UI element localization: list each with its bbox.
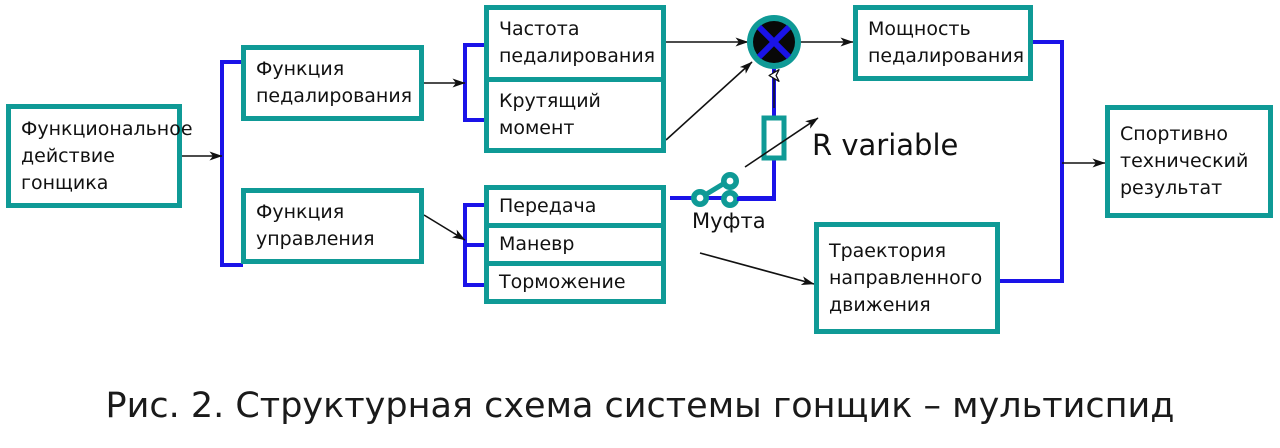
node-line: Мощность: [868, 18, 971, 40]
stack-control-actions: Передача Маневр Торможение: [484, 185, 666, 304]
node-line: управления: [256, 228, 375, 250]
node-line: действие: [21, 144, 115, 167]
node-line: гонщика: [21, 171, 109, 194]
arrow-torque-to-multiplier: [665, 61, 753, 141]
node-line: Траектория: [829, 239, 947, 262]
clutch-switch: [670, 172, 739, 208]
node-line: момент: [499, 116, 575, 139]
node-line: Функция: [256, 201, 345, 223]
node-line: Функциональное: [21, 117, 193, 140]
node-control-function[interactable]: Функция управления: [241, 188, 424, 264]
node-maneuver[interactable]: Маневр: [489, 228, 661, 261]
label-r-variable: R variable: [812, 128, 959, 162]
node-line: результат: [1120, 177, 1223, 199]
node-line: Крутящий: [499, 89, 601, 112]
bus-pedaling-to-cadence-torque: [463, 43, 486, 122]
node-line: Маневр: [499, 233, 575, 255]
node-line: педалирования: [499, 45, 656, 68]
node-torque[interactable]: Крутящий момент: [489, 81, 661, 148]
node-line: технический: [1120, 150, 1249, 172]
bus-control-to-actions: [463, 203, 486, 287]
multiplier-circle: [747, 15, 801, 69]
node-line: Функция: [256, 58, 345, 80]
node-line: Передача: [499, 195, 597, 217]
node-line: направленного: [829, 266, 983, 289]
node-trajectory[interactable]: Траектория направленного движения: [814, 222, 1000, 334]
node-functional-action[interactable]: Функциональное действие гонщика: [6, 104, 193, 208]
node-braking[interactable]: Торможение: [489, 266, 661, 299]
node-line: движения: [829, 293, 931, 316]
node-line: Частота: [499, 18, 580, 41]
label-mufta: Муфта: [692, 209, 766, 233]
bus-outputs-to-result: [998, 40, 1064, 283]
node-sport-result[interactable]: Спортивно технический результат: [1105, 105, 1273, 218]
bus-functional-to-functions: [220, 60, 243, 267]
arrow-actions-to-trajectory: [699, 252, 815, 286]
stack-cadence-torque: Частота педалирования Крутящий момент: [484, 5, 666, 153]
node-pedaling-cadence[interactable]: Частота педалирования: [489, 10, 661, 77]
node-line: педалирования: [256, 85, 413, 107]
node-line: педалирования: [868, 45, 1025, 67]
node-pedaling-function[interactable]: Функция педалирования: [241, 45, 424, 121]
node-line: Спортивно: [1120, 123, 1229, 145]
arrow-control-function-out: [423, 214, 466, 241]
node-line: Торможение: [499, 271, 626, 293]
figure-caption: Рис. 2. Структурная схема системы гонщик…: [105, 386, 1175, 426]
node-gear-shift[interactable]: Передача: [489, 190, 661, 223]
variable-resistor: [744, 115, 819, 168]
node-pedaling-power[interactable]: Мощность педалирования: [853, 5, 1033, 81]
